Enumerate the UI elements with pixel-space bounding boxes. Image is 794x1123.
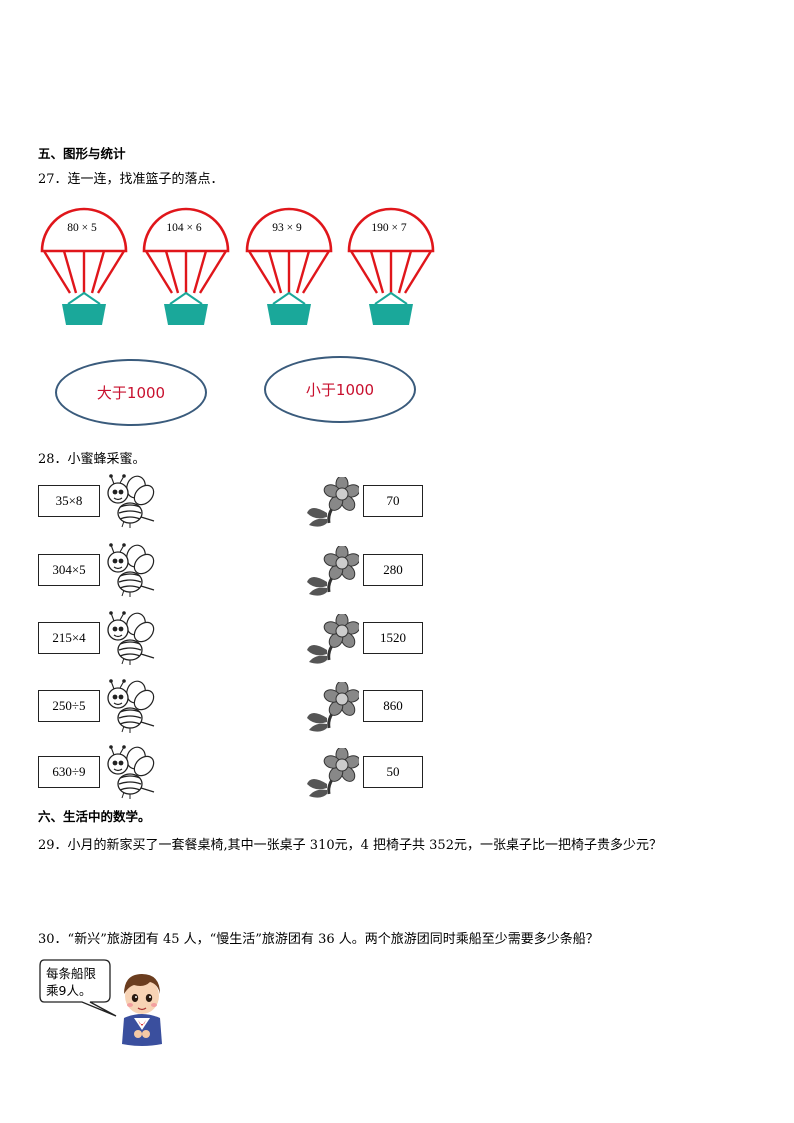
bee-expression-box[interactable]: 35×8 bbox=[38, 485, 100, 517]
oval-greater-than-1000[interactable]: 大于1000 bbox=[55, 359, 207, 426]
flower-icon bbox=[305, 746, 361, 804]
bubble-line-2: 乘9人。 bbox=[46, 983, 92, 998]
question-27-text: 27．连一连，找准篮子的落点． bbox=[38, 172, 224, 187]
bee-icon bbox=[100, 473, 158, 533]
parachute-2[interactable]: 104 × 6 bbox=[142, 205, 230, 329]
bee-expression-box[interactable]: 215×4 bbox=[38, 622, 100, 654]
parachute-4[interactable]: 190 × 7 bbox=[347, 205, 435, 329]
question-28-text: 28．小蜜蜂采蜜。 bbox=[38, 452, 146, 467]
oval-label: 大于1000 bbox=[96, 384, 166, 402]
flower-icon bbox=[305, 475, 361, 533]
flower-value-box[interactable]: 70 bbox=[363, 485, 423, 517]
flower-value-box[interactable]: 860 bbox=[363, 690, 423, 722]
boy-character-icon bbox=[122, 974, 162, 1046]
speech-bubble bbox=[39, 959, 117, 1017]
oval-less-than-1000[interactable]: 小于1000 bbox=[264, 356, 416, 423]
bee-icon bbox=[100, 542, 158, 602]
flower-icon bbox=[305, 612, 361, 670]
bee-expression-box[interactable]: 250÷5 bbox=[38, 690, 100, 722]
bubble-line-1: 每条船限 bbox=[46, 966, 97, 981]
parachute-icon bbox=[245, 207, 333, 325]
flower-value-box[interactable]: 280 bbox=[363, 554, 423, 586]
flower-value-box[interactable]: 50 bbox=[363, 756, 423, 788]
question-30-text: 30．“新兴”旅游团有 45 人，“慢生活”旅游团有 36 人。两个旅游团同时乘… bbox=[38, 932, 599, 947]
bee-icon bbox=[100, 610, 158, 670]
parachute-expression: 93 × 9 bbox=[272, 222, 302, 234]
bee-expression-box[interactable]: 630÷9 bbox=[38, 756, 100, 788]
question-29-text: 29．小月的新家买了一套餐桌椅,其中一张桌子 310元，4 把椅子共 352元，… bbox=[38, 838, 662, 853]
flower-icon bbox=[305, 680, 361, 738]
parachute-1[interactable]: 80 × 5 bbox=[40, 205, 128, 329]
parachute-icon bbox=[142, 207, 230, 325]
parachute-icon bbox=[347, 207, 435, 325]
section-6-title: 六、生活中的数学。 bbox=[38, 809, 151, 824]
bee-icon bbox=[100, 744, 158, 804]
flower-icon bbox=[305, 544, 361, 602]
parachute-3[interactable]: 93 × 9 bbox=[245, 205, 333, 329]
parachute-icon bbox=[40, 207, 128, 325]
parachute-expression: 80 × 5 bbox=[67, 222, 97, 234]
oval-label: 小于1000 bbox=[305, 381, 375, 399]
flower-value-box[interactable]: 1520 bbox=[363, 622, 423, 654]
parachute-expression: 190 × 7 bbox=[371, 222, 407, 234]
section-5-title: 五、图形与统计 bbox=[38, 146, 126, 161]
parachute-expression: 104 × 6 bbox=[166, 222, 202, 234]
bee-icon bbox=[100, 678, 158, 738]
bee-expression-box[interactable]: 304×5 bbox=[38, 554, 100, 586]
